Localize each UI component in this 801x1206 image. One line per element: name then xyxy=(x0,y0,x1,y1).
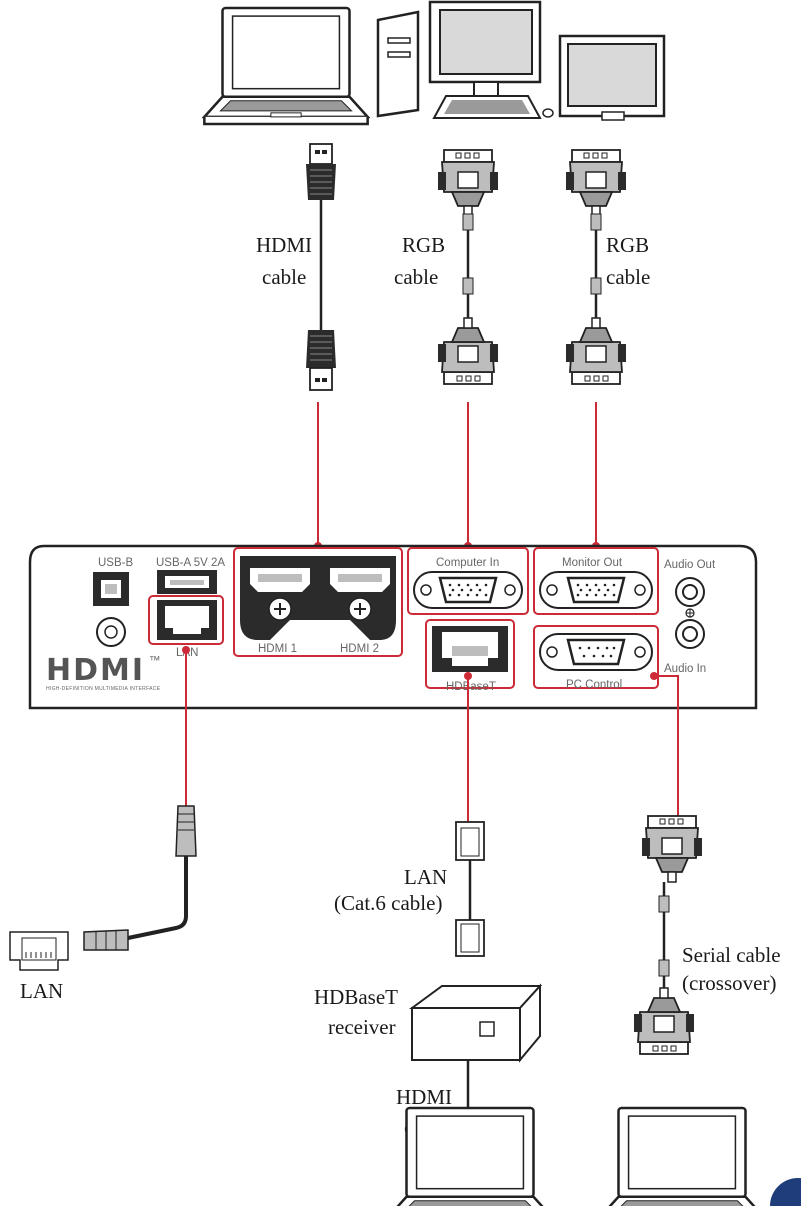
lan-cat6-cable-icon xyxy=(455,821,485,957)
hdbaset-receiver-icon xyxy=(408,983,543,1063)
hdmi-logo: HDMI xyxy=(46,653,145,688)
monitor-out-highlight xyxy=(533,547,659,615)
label-hdmi-2: HDMI 2 xyxy=(340,643,379,655)
serial-cable-icon xyxy=(634,815,702,1055)
label-hdmi-cable-top-1: HDMI xyxy=(256,233,312,257)
label-serial-cable-1: Serial cable xyxy=(682,943,781,967)
label-computer-in: Computer In xyxy=(436,557,499,569)
pc-control-port-icon xyxy=(566,638,626,666)
label-hdbaset-receiver-2: receiver xyxy=(328,1015,396,1039)
computer-in-highlight xyxy=(407,547,529,615)
label-rgb-cable-1-2: cable xyxy=(394,265,438,289)
label-rgb-cable-2-2: cable xyxy=(606,265,650,289)
rgb-cable-2-icon xyxy=(566,149,626,385)
link-pc-control xyxy=(654,675,679,816)
label-rgb-cable-1-1: RGB xyxy=(402,233,445,257)
laptop-icon-bottom-right xyxy=(599,1106,765,1206)
laptop-icon-top xyxy=(203,6,369,126)
computer-in-port-icon xyxy=(438,576,498,604)
label-hdmi-1: HDMI 1 xyxy=(258,643,297,655)
monitor-out-port-icon xyxy=(566,576,626,604)
label-audio-out: Audio Out xyxy=(664,559,716,571)
desktop-computer-icon xyxy=(376,0,554,119)
label-hdbaset-receiver-1: HDBaseT xyxy=(314,985,398,1009)
hdmi-ports-highlight xyxy=(233,547,403,657)
label-hdbaset: HDBaseT xyxy=(446,681,496,693)
label-lan-wall: LAN xyxy=(20,979,63,1003)
label-usb-b: USB-B xyxy=(98,557,133,569)
lan-port-highlight xyxy=(148,595,224,645)
laptop-icon-bottom-left xyxy=(387,1106,553,1206)
label-usb-a: USB-A 5V 2A xyxy=(156,557,225,569)
hdmi-cable-top-icon xyxy=(306,143,336,391)
rgb-cable-1-icon xyxy=(438,149,498,385)
connector-panel: USB-B USB-A 5V 2A LAN HDMI ™ HIGH-DEFINI… xyxy=(28,544,758,710)
label-monitor-out: Monitor Out xyxy=(562,557,623,569)
label-hdmi-cable-bottom-1: HDMI xyxy=(396,1085,452,1109)
label-lan-cat6-2: (Cat.6 cable) xyxy=(334,891,442,915)
hdmi-logo-tagline: HIGH-DEFINITION MULTIMEDIA INTERFACE xyxy=(46,686,161,692)
label-lan-cat6-1: LAN xyxy=(404,865,447,889)
label-rgb-cable-2-1: RGB xyxy=(606,233,649,257)
pc-control-highlight xyxy=(533,625,659,689)
hdmi-logo-tm: ™ xyxy=(149,655,161,667)
monitor-icon xyxy=(558,34,666,121)
hdbaset-port-highlight xyxy=(425,619,515,689)
label-pc-control: PC Control xyxy=(566,679,622,691)
lan-wall-jack-icon xyxy=(9,931,69,971)
page-corner-tab xyxy=(770,1178,801,1206)
label-audio-in: Audio In xyxy=(664,663,706,675)
label-serial-cable-2: (crossover) xyxy=(682,971,776,995)
label-hdmi-cable-top-2: cable xyxy=(262,265,306,289)
lan-cable-icon xyxy=(83,805,197,951)
